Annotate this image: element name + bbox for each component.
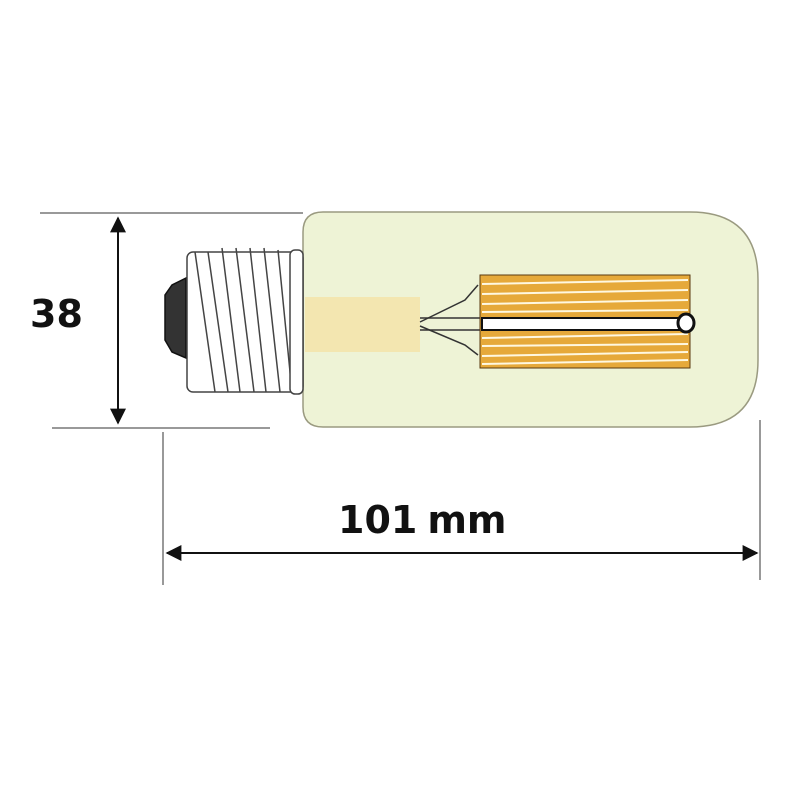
filament (479, 274, 696, 369)
height-dimension-label: 38 (30, 292, 83, 336)
screw-base (186, 247, 304, 395)
length-value: 101 (338, 498, 418, 542)
bulb-stem (305, 297, 420, 352)
length-unit: mm (427, 498, 507, 542)
base-contact (164, 276, 187, 360)
